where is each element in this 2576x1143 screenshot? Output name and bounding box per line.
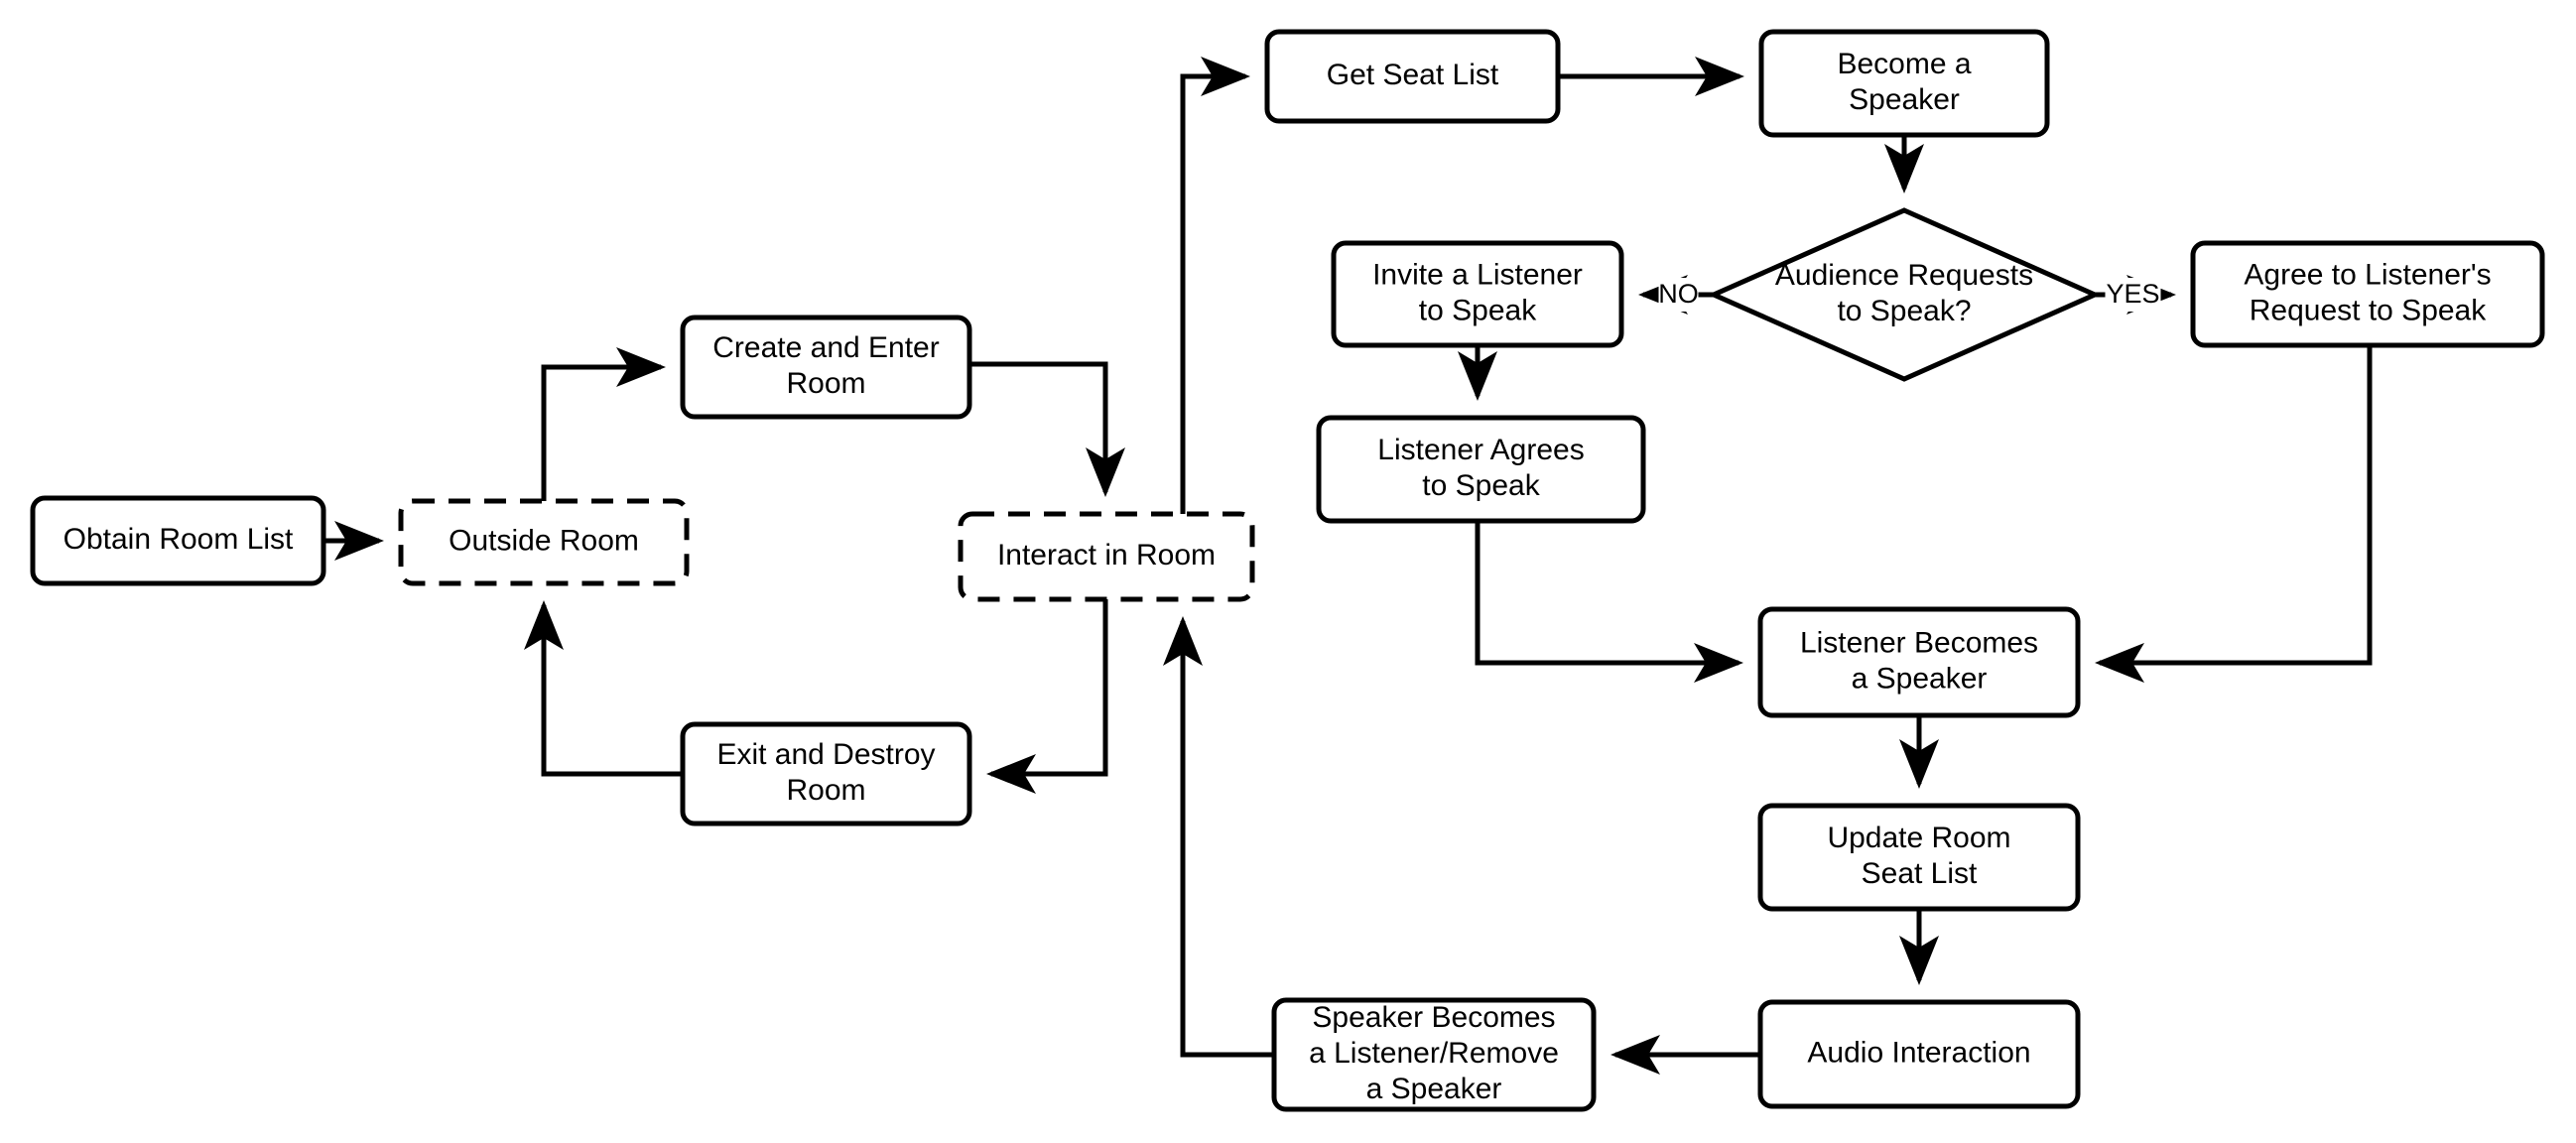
- node-shape-audio-interaction: [1757, 999, 2081, 1109]
- node-interact-in-room[interactable]: Interact in Room: [958, 511, 1255, 602]
- node-shape-obtain-room-list: [30, 495, 326, 586]
- node-label-update-room-seat-list: Seat List: [1862, 857, 1978, 890]
- node-label-exit-and-destroy-room: Room: [786, 774, 865, 807]
- node-label-listener-agrees-to-speak: to Speak: [1422, 469, 1540, 502]
- edge-e-exit-to-outside: [524, 600, 683, 777]
- edge-e-speaker-becomes-to-interact: [1163, 616, 1274, 1058]
- edge-e-agrees-to-becomes: [1475, 521, 1743, 683]
- node-label-outside-room: Outside Room: [449, 524, 639, 557]
- edge-e-create-to-interact: [969, 361, 1125, 497]
- nodes-layer: Obtain Room List Outside Room Create and E…: [30, 29, 2545, 1112]
- node-label-get-seat-list: Get Seat List: [1327, 59, 1499, 91]
- edge-label-bg-e-decision-no: [1658, 278, 1699, 312]
- node-label-invite-a-listener-to-speak: Invite a Listener: [1372, 258, 1583, 291]
- edges-layer: NO YES: [323, 57, 2373, 1075]
- node-label-create-and-enter-room: Room: [786, 367, 865, 400]
- node-shape-audience-requests-to-speak: [1707, 207, 2102, 382]
- node-label-speaker-becomes-a-listener-remove-a-speaker: a Speaker: [1366, 1073, 1502, 1105]
- edge-e-agree-request-to-becomes: [2095, 345, 2373, 683]
- node-label-become-a-speaker: Speaker: [1849, 83, 1960, 116]
- node-label-audience-requests-to-speak: Audience Requests: [1775, 259, 2033, 292]
- node-shape-interact-in-room: [958, 511, 1255, 602]
- node-label-agree-to-listeners-request-to-speak: Request to Speak: [2250, 294, 2487, 326]
- node-outside-room[interactable]: Outside Room: [398, 498, 690, 586]
- node-shape-create-and-enter-room: [680, 315, 972, 420]
- node-shape-get-seat-list: [1264, 29, 1561, 124]
- node-audio-interaction[interactable]: Audio Interaction: [1757, 999, 2081, 1109]
- node-shape-update-room-seat-list: [1757, 803, 2081, 912]
- node-shape-exit-and-destroy-room: [680, 721, 972, 826]
- node-label-speaker-becomes-a-listener-remove-a-speaker: Speaker Becomes: [1312, 1001, 1555, 1034]
- node-label-agree-to-listeners-request-to-speak: Agree to Listener's: [2244, 258, 2491, 291]
- node-get-seat-list[interactable]: Get Seat List: [1264, 29, 1561, 124]
- edge-label-e-decision-no: NO: [1658, 279, 1699, 309]
- node-shape-listener-becomes-a-speaker: [1757, 606, 2081, 718]
- node-label-create-and-enter-room: Create and Enter: [712, 331, 939, 364]
- edge-label-e-decision-yes: YES: [2106, 279, 2159, 309]
- node-shape-agree-to-listeners-request-to-speak: [2190, 240, 2545, 348]
- node-label-become-a-speaker: Become a: [1837, 48, 1971, 80]
- node-shape-listener-agrees-to-speak: [1316, 415, 1646, 524]
- edge-e-outside-to-create: [541, 347, 666, 501]
- node-obtain-room-list[interactable]: Obtain Room List: [30, 495, 326, 586]
- node-label-interact-in-room: Interact in Room: [997, 539, 1216, 572]
- node-label-audience-requests-to-speak: to Speak?: [1837, 295, 1971, 327]
- node-label-exit-and-destroy-room: Exit and Destroy: [716, 738, 935, 771]
- node-label-listener-becomes-a-speaker: a Speaker: [1852, 662, 1988, 695]
- node-shape-outside-room: [398, 498, 690, 586]
- node-label-audio-interaction: Audio Interaction: [1807, 1036, 2030, 1069]
- node-label-obtain-room-list: Obtain Room List: [64, 523, 294, 556]
- node-label-listener-becomes-a-speaker: Listener Becomes: [1800, 626, 2038, 659]
- edge-e-interact-to-getseat: [1180, 57, 1250, 514]
- node-label-speaker-becomes-a-listener-remove-a-speaker: a Listener/Remove: [1309, 1037, 1559, 1070]
- node-label-invite-a-listener-to-speak: to Speak: [1419, 294, 1537, 326]
- edge-e-interact-to-exit: [986, 599, 1108, 794]
- node-label-listener-agrees-to-speak: Listener Agrees: [1377, 434, 1584, 466]
- edge-label-bg-e-decision-yes: [2105, 278, 2161, 312]
- node-label-update-room-seat-list: Update Room: [1827, 822, 2010, 854]
- node-shape-speaker-becomes-a-listener-remove-a-speaker: [1271, 997, 1597, 1112]
- node-shape-invite-a-listener-to-speak: [1331, 240, 1624, 348]
- node-shape-become-a-speaker: [1758, 29, 2050, 138]
